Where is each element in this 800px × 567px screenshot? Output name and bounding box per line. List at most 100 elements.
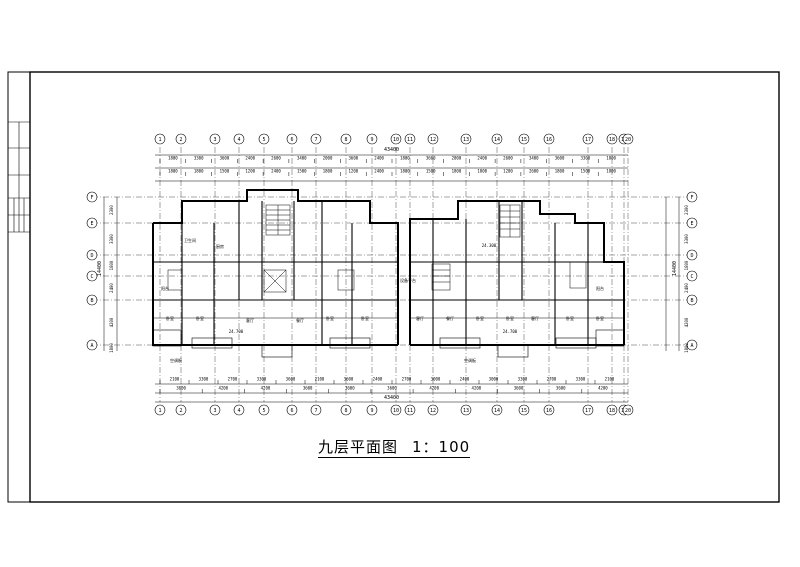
axis-bubble-column xyxy=(404,133,416,145)
side-dimension-text: 4200 xyxy=(684,317,689,327)
axis-bubble-column xyxy=(366,133,378,145)
room-label: 厨房 xyxy=(216,243,224,249)
building-walls xyxy=(152,189,625,346)
axis-bubbles: 1122334455667788991010111112121313141415… xyxy=(86,133,698,416)
dimension-text: 1500 xyxy=(426,169,436,174)
axis-label-column: 9 xyxy=(370,408,373,414)
axis-bubble-column xyxy=(491,133,503,145)
room-label: 阳台 xyxy=(596,285,604,291)
axis-label-column: 9 xyxy=(370,137,373,143)
dimension-text: 1800 xyxy=(452,169,462,174)
axis-bubble-column xyxy=(606,404,618,416)
axis-bubble-column xyxy=(606,133,618,145)
drawing-frame xyxy=(29,71,780,503)
dimension-text: 1500 xyxy=(220,169,230,174)
dimension-text: 2100 xyxy=(170,377,180,382)
drawing-scale: 1：100 xyxy=(412,438,471,456)
axis-bubble-column xyxy=(258,133,270,145)
dimension-text: 2600 xyxy=(271,156,281,161)
axis-label-row: F xyxy=(90,195,93,201)
axis-label-column: 8 xyxy=(344,137,347,143)
dimension-text: 2400 xyxy=(271,169,281,174)
axis-label-column: 18 xyxy=(609,137,615,143)
axis-label-column: 6 xyxy=(290,408,293,414)
axis-label-column: 14 xyxy=(494,408,500,414)
axis-label-column: 3 xyxy=(213,408,216,414)
dimension-text: 2600 xyxy=(529,169,539,174)
dimension-text: 1800 xyxy=(477,169,487,174)
axis-label-column: 8 xyxy=(344,408,347,414)
room-label: 客厅 xyxy=(416,315,424,321)
side-dimension-text: 3300 xyxy=(684,234,689,244)
axis-bubble-column xyxy=(404,404,416,416)
dimension-text: 3300 xyxy=(257,377,267,382)
dimension-text: 3300 xyxy=(518,377,528,382)
axis-label-column: 16 xyxy=(546,137,552,143)
axis-label-column: 17 xyxy=(585,137,591,143)
dimension-text: 2400 xyxy=(373,377,383,382)
axis-bubble-column xyxy=(390,133,402,145)
axis-label-column: 7 xyxy=(314,408,317,414)
dimension-text: 3600 xyxy=(303,386,313,391)
axis-label-column: 7 xyxy=(314,137,317,143)
dimension-text: 2100 xyxy=(605,377,615,382)
room-label: 卫生间 xyxy=(184,237,196,243)
annotation-text: 24.300 xyxy=(482,243,497,248)
axis-bubble-column xyxy=(390,404,402,416)
axis-bubble-row xyxy=(86,249,98,261)
axis-label-row: B xyxy=(690,298,693,304)
axis-label-column: 1 xyxy=(158,408,161,414)
axis-bubble-column xyxy=(175,404,187,416)
balcony-railings xyxy=(152,329,625,358)
axis-bubble-column xyxy=(209,404,221,416)
axis-bubble-column xyxy=(518,404,530,416)
axis-label-column: 5 xyxy=(262,137,265,143)
axis-label-column: 2 xyxy=(179,408,182,414)
axis-bubble-row xyxy=(86,270,98,282)
room-label: 卧室 xyxy=(166,315,174,321)
dimension-text: 1200 xyxy=(349,169,359,174)
interior-walls xyxy=(153,201,624,345)
drawing-title: 九层平面图 xyxy=(318,438,399,456)
dimension-text: 3600 xyxy=(220,156,230,161)
dimension-text: 2400 xyxy=(374,156,384,161)
dimension-text: 4200 xyxy=(598,386,608,391)
axis-label-column: 13 xyxy=(463,137,469,143)
dimension-text: 4200 xyxy=(429,386,439,391)
dimension-text: 2600 xyxy=(503,156,513,161)
side-dimension-text: 3300 xyxy=(109,234,114,244)
dimension-lines xyxy=(103,154,680,403)
axis-bubble-column xyxy=(233,404,245,416)
axis-bubble-column xyxy=(543,133,555,145)
annotation-text: 设备平台 xyxy=(400,277,416,283)
dimension-text: 1800 xyxy=(606,156,616,161)
room-label: 卧室 xyxy=(361,315,369,321)
axis-bubble-column xyxy=(582,133,594,145)
axis-label-column: 10 xyxy=(393,137,399,143)
axis-label-column: 15 xyxy=(521,137,527,143)
axis-label-column: 6 xyxy=(290,137,293,143)
dimension-text: 1200 xyxy=(245,169,255,174)
room-label: 卧室 xyxy=(506,315,514,321)
dimension-text: 2400 xyxy=(374,169,384,174)
axis-label-column: 10 xyxy=(393,408,399,414)
dimension-text: 2000 xyxy=(452,156,462,161)
dimension-text: 1800 xyxy=(400,156,410,161)
annotation-text: 空调板 xyxy=(464,357,476,363)
overall-dimension-left: 14400 xyxy=(97,261,103,276)
axis-label-column: 2 xyxy=(179,137,182,143)
dimension-text: 3000 xyxy=(431,377,441,382)
dimension-text: 3600 xyxy=(344,377,354,382)
side-dimension-text: 4200 xyxy=(109,317,114,327)
dimension-text: 1800 xyxy=(194,169,204,174)
axis-bubble-row xyxy=(86,191,98,203)
axis-label-column: 4 xyxy=(237,137,240,143)
axis-label-row: A xyxy=(690,343,693,349)
side-dimension-text: 2400 xyxy=(109,283,114,293)
dimension-text: 3600 xyxy=(426,156,436,161)
axis-label-row: E xyxy=(90,221,93,227)
axis-label-column: 17 xyxy=(585,408,591,414)
dimension-text: 3300 xyxy=(199,377,209,382)
room-labels: 卧室卧室客厅餐厅厨房卫生间卧室卧室客厅餐厅卧室卧室客厅卧室卧室阳台阳台 xyxy=(161,237,604,323)
dimension-text: 3300 xyxy=(576,377,586,382)
